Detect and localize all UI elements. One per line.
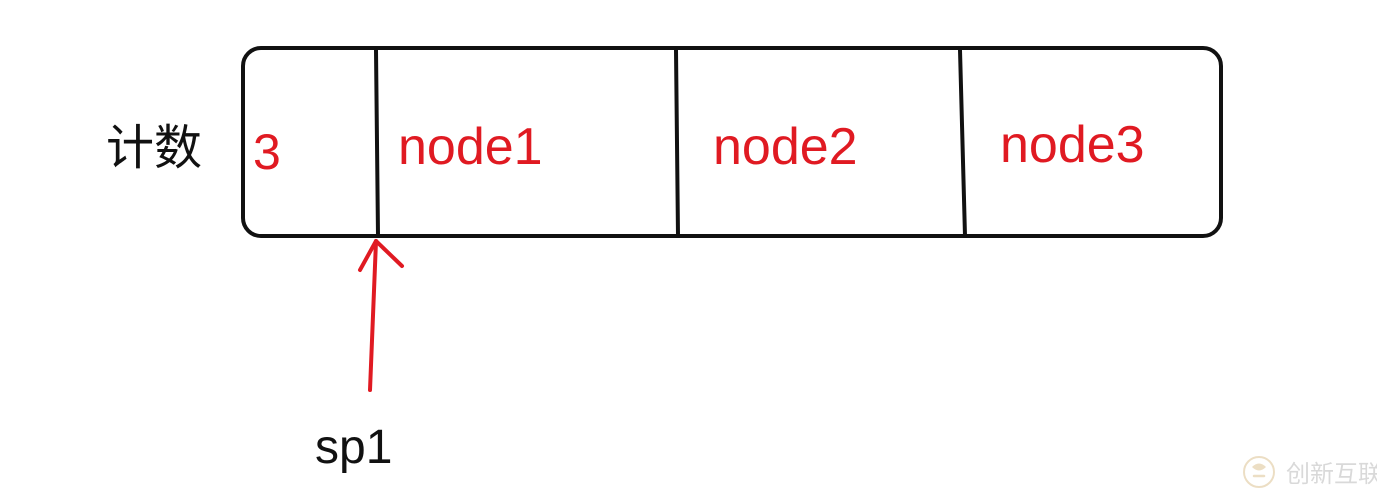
watermark-logo-icon	[1243, 455, 1275, 488]
divider-node1-node2	[674, 48, 680, 238]
watermark-text: 创新互联	[1286, 460, 1377, 488]
array-container	[241, 46, 1223, 238]
count-value: 3	[253, 124, 281, 180]
count-label: 计数	[106, 120, 203, 176]
node-1-label: node1	[398, 118, 543, 176]
pointer-arrow-head	[358, 239, 404, 272]
pointer-arrow-shaft	[368, 239, 378, 392]
divider-count-node1	[374, 48, 380, 238]
node-3-label: node3	[1000, 116, 1145, 174]
pointer-label: sp1	[315, 421, 393, 474]
node-2-label: node2	[713, 118, 858, 176]
watermark: 创新互联	[1242, 454, 1377, 489]
divider-node2-node3	[958, 48, 967, 238]
